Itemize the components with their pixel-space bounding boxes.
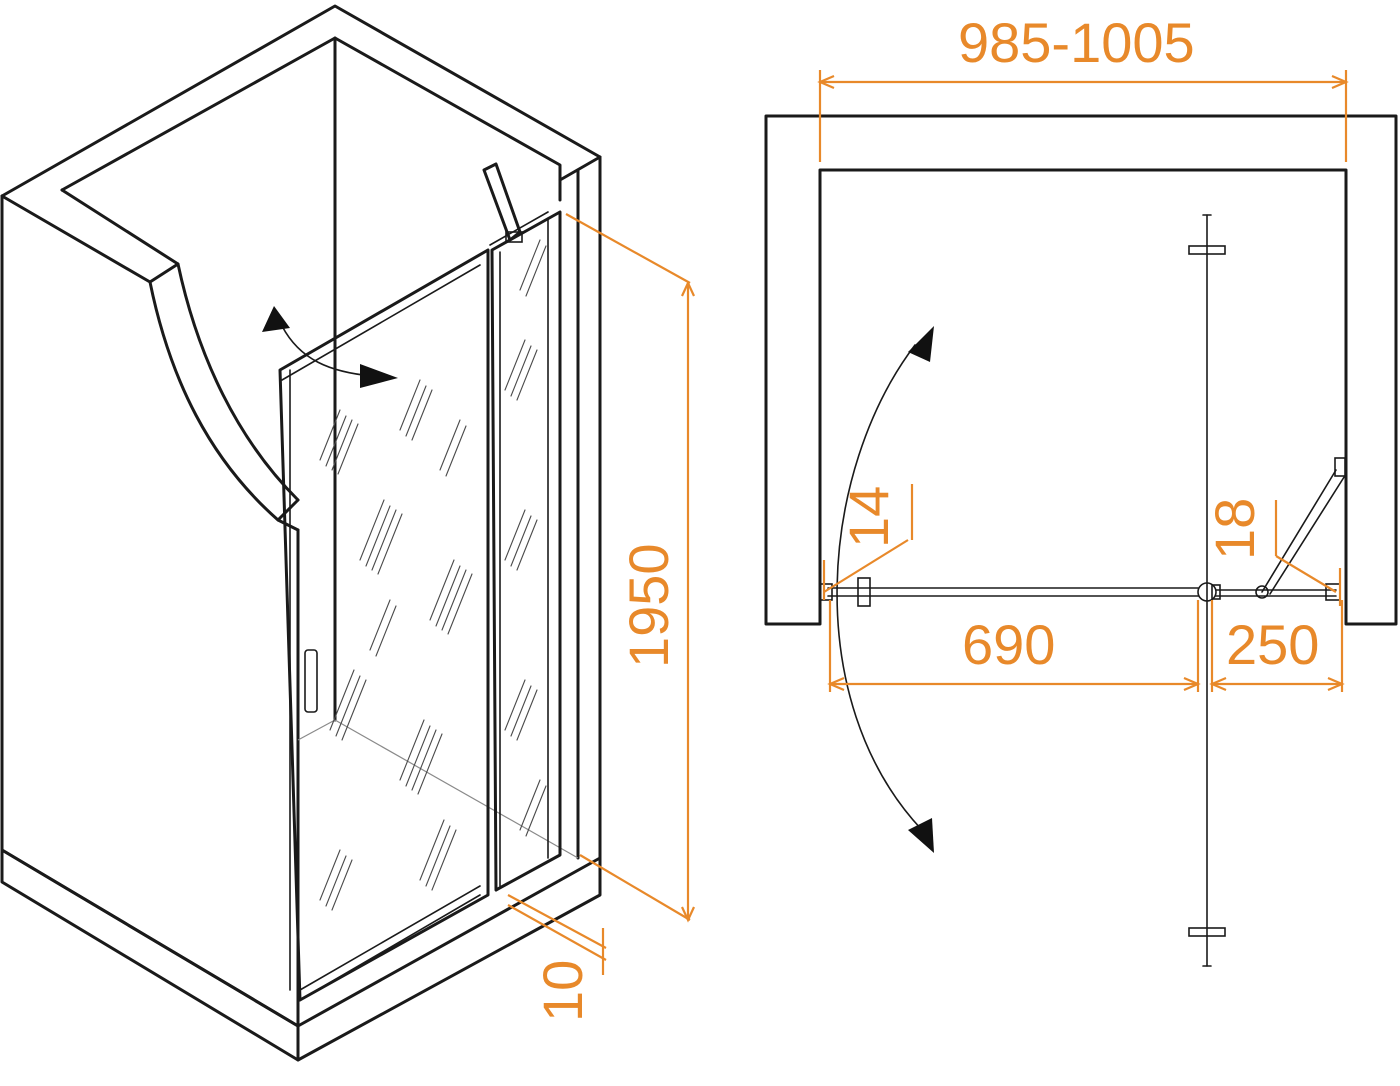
right-profile-label: 18	[1203, 498, 1266, 560]
left-profile-dimension: 14	[822, 484, 914, 600]
threshold-dimension: 10	[507, 894, 607, 1022]
arrow-head-icon	[908, 326, 934, 362]
swing-arrow-iso	[262, 306, 398, 388]
width-range-label: 985-1005	[958, 11, 1195, 74]
left-profile-label: 14	[837, 486, 900, 548]
swing-door	[278, 248, 490, 1002]
threshold-label: 10	[531, 960, 594, 1022]
arrow-head-icon	[908, 818, 934, 853]
height-dimension: 1950	[565, 213, 695, 923]
plan-walls	[764, 114, 1398, 626]
support-bar	[482, 162, 523, 243]
arrow-head-icon	[262, 306, 290, 332]
fixed-panel-label: 250	[1226, 613, 1319, 676]
plan-fixed-panel	[1215, 583, 1341, 601]
left-wall-top	[0, 4, 602, 198]
door-width-label: 690	[962, 613, 1055, 676]
plan-support-bar	[1261, 457, 1347, 595]
right-profile-dimension: 18	[1203, 498, 1342, 606]
isometric-view: 1950 10	[0, 4, 695, 1062]
fixed-panel-dimension: 250	[1209, 600, 1345, 692]
swing-arc	[836, 326, 934, 853]
arrow-head-icon	[360, 364, 398, 388]
door-handle	[304, 649, 318, 713]
glass-texture	[319, 239, 547, 911]
height-label: 1950	[617, 543, 680, 668]
plan-view: 985-1005 690 250 14	[764, 11, 1398, 967]
plan-door	[819, 577, 1221, 607]
width-range-dimension: 985-1005	[817, 11, 1349, 162]
left-wall	[0, 194, 300, 1028]
door-width-dimension: 690	[827, 600, 1201, 692]
